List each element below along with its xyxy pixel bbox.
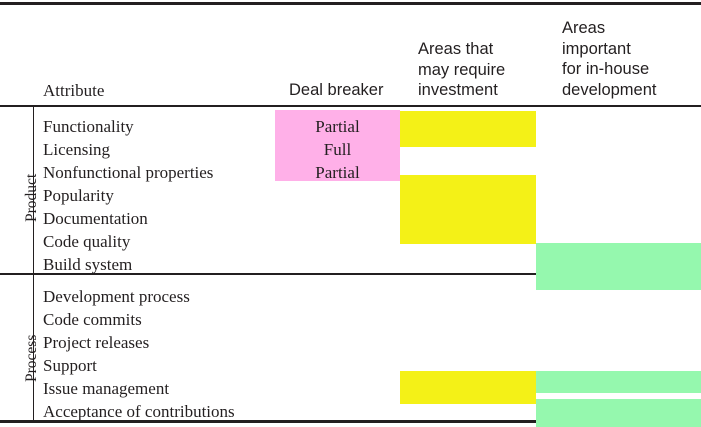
header-areas-important-for-in-house-development: Areas important for in-house development — [562, 19, 657, 99]
header-rule — [0, 105, 701, 107]
investment-highlight-block-top — [400, 111, 536, 147]
deal-breaker-value: Full — [323, 140, 352, 159]
table-row: Functionality — [43, 117, 134, 136]
investment-highlight-block-issue-management — [400, 371, 536, 404]
table-row: Nonfunctional properties — [43, 163, 214, 182]
in-house-highlight-block-acceptance — [536, 399, 701, 427]
bottom-rule — [0, 420, 536, 423]
deal-breaker-value: Partial — [315, 163, 360, 182]
top-rule — [0, 2, 701, 5]
deal-breaker-value: Partial — [315, 117, 360, 136]
table-row: Build system — [43, 255, 133, 274]
table-row: Documentation — [43, 209, 148, 228]
group-label-process: Process — [23, 334, 40, 382]
table-row: Licensing — [43, 140, 111, 159]
table-row: Popularity — [43, 186, 114, 205]
table-row: Project releases — [43, 333, 150, 352]
deal-breaker-highlight-block — [275, 110, 400, 181]
header-attribute: Attribute — [43, 81, 105, 100]
investment-highlight-block-middle — [400, 175, 536, 244]
table-row: Issue management — [43, 379, 170, 398]
group-label-separator-process — [33, 275, 34, 420]
group-separator-rule — [0, 273, 536, 275]
group-label-product: Product — [23, 173, 40, 222]
table-row: Code quality — [43, 232, 131, 251]
table-row: Acceptance of contributions — [43, 402, 235, 421]
in-house-highlight-block-build-system — [536, 243, 701, 290]
table-row: Development process — [43, 287, 190, 306]
table-row: Code commits — [43, 310, 142, 329]
table-row: Support — [43, 356, 97, 375]
in-house-highlight-block-issue-management — [536, 371, 701, 393]
group-label-separator-product — [33, 107, 34, 273]
header-areas-that-may-require-investment: Areas that may require investment — [418, 40, 506, 99]
header-deal-breaker: Deal breaker — [289, 81, 384, 99]
